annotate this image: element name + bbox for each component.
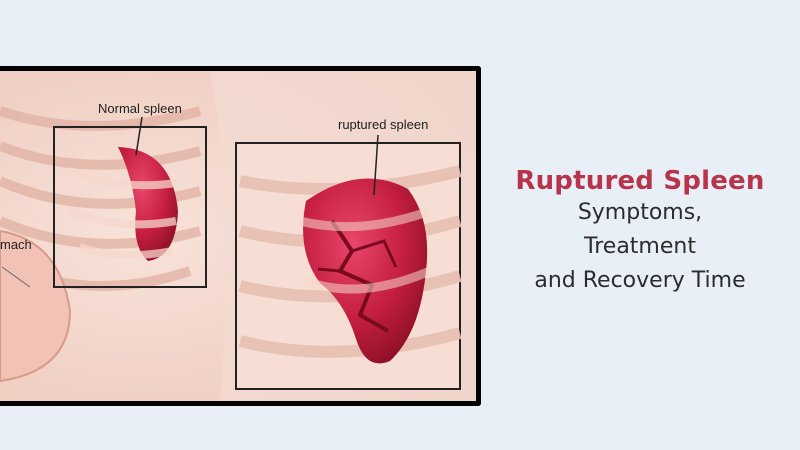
ruptured-spleen-pointer <box>373 134 379 196</box>
subtitle-line-1: Symptoms, <box>577 200 703 225</box>
anatomy-illustration: mach Normal spleen ruptured sple <box>0 66 481 406</box>
stomach-label: mach <box>0 237 32 252</box>
subtitle-line-3: and Recovery Time <box>534 268 746 293</box>
normal-spleen-pointer <box>135 116 143 156</box>
subtitle-line-2: Treatment <box>584 234 696 259</box>
ruptured-spleen-icon <box>298 178 432 364</box>
ruptured-spleen-label: ruptured spleen <box>338 117 428 132</box>
normal-spleen-label: Normal spleen <box>98 101 182 116</box>
normal-spleen-icon <box>68 147 178 261</box>
stomach-shape <box>0 229 72 383</box>
stomach-pointer <box>1 266 31 288</box>
normal-spleen-box <box>53 126 207 288</box>
page-title: Ruptured Spleen <box>515 166 765 196</box>
title-block: Ruptured Spleen Symptoms, Treatment and … <box>500 166 780 298</box>
anatomy-drawing: mach Normal spleen ruptured sple <box>0 71 476 401</box>
